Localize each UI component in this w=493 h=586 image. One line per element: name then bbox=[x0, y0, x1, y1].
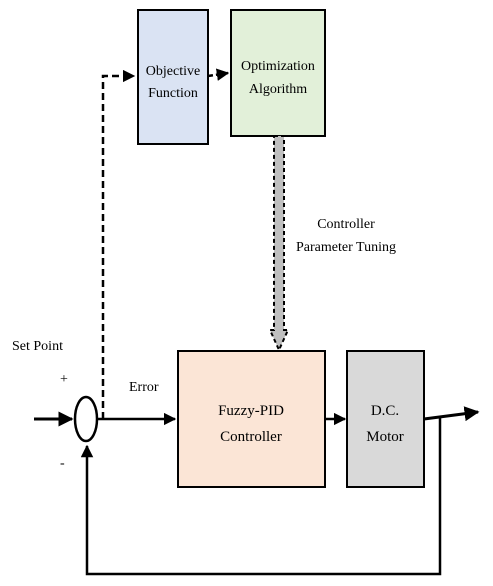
fuzzy-pid-controller-block bbox=[177, 350, 326, 488]
minus-sign: - bbox=[60, 456, 65, 471]
objective-to-optimization-dashed-arrow bbox=[207, 68, 230, 81]
fuzzy-pid-controller-label-1: Fuzzy-PID bbox=[218, 403, 284, 419]
plus-sign: + bbox=[60, 372, 68, 387]
parameter-tuning-label-1: Controller bbox=[317, 217, 375, 232]
feedback-loop-arrow bbox=[80, 417, 442, 576]
objective-function-label-2: Function bbox=[148, 86, 198, 101]
optimization-algorithm-block bbox=[230, 9, 326, 137]
objective-function-block bbox=[137, 9, 209, 145]
dc-motor-block bbox=[346, 350, 425, 488]
set-point-label: Set Point bbox=[12, 339, 63, 354]
dc-motor-label-1: D.C. bbox=[371, 403, 399, 419]
parameter-tuning-arrow bbox=[268, 135, 290, 353]
summing-junction bbox=[73, 395, 99, 443]
output-arrow bbox=[423, 406, 480, 422]
objective-function-label-1: Objective bbox=[146, 64, 200, 79]
parameter-tuning-label-2: Parameter Tuning bbox=[296, 240, 396, 255]
optimization-algorithm-label-2: Algorithm bbox=[249, 82, 307, 97]
fuzzy-pid-controller-label-2: Controller bbox=[220, 429, 282, 445]
dc-motor-label-2: Motor bbox=[366, 429, 404, 445]
error-to-objective-dashed-arrow bbox=[101, 69, 136, 419]
optimization-algorithm-label-1: Optimization bbox=[241, 59, 315, 74]
error-label: Error bbox=[129, 380, 159, 395]
